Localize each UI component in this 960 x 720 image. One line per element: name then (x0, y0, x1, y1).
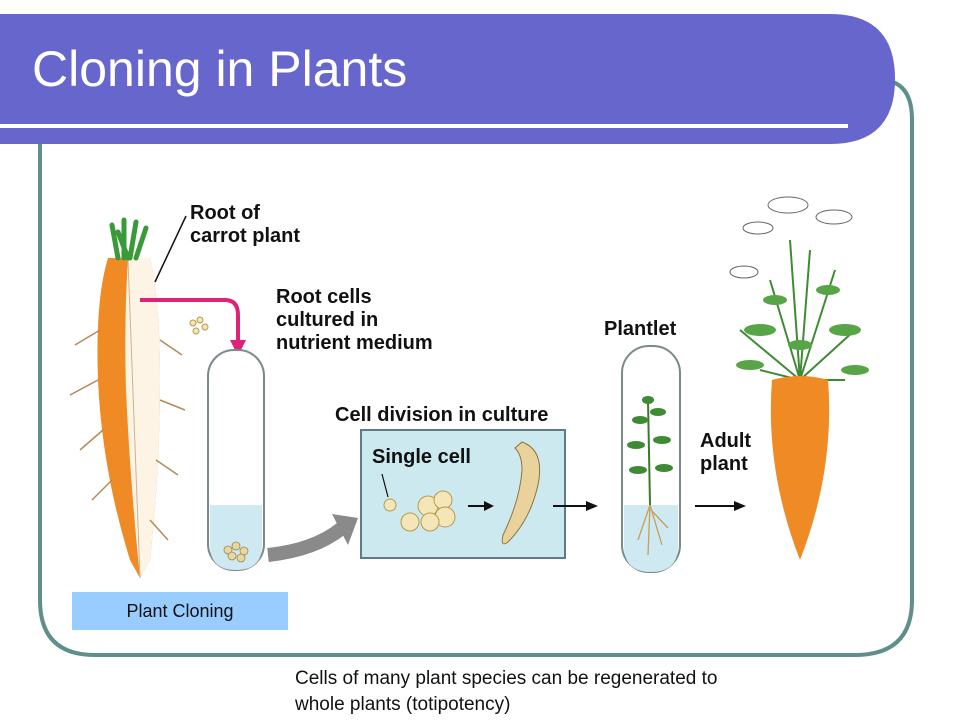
label-single-cell: Single cell (372, 446, 471, 468)
description-line-2: whole plants (totipotency) (295, 694, 511, 715)
test-tube-2 (621, 345, 681, 573)
slide-title: Cloning in Plants (32, 41, 408, 97)
label-root: Root of carrot plant (190, 202, 300, 248)
carrot-root-illustration (69, 217, 186, 579)
label-cultured-line-3: nutrient medium (276, 332, 433, 354)
label-adult-line-1: Adult (700, 430, 752, 452)
label-cell-division: Cell division in culture (335, 404, 549, 426)
slide-description: Cells of many plant species can be regen… (295, 666, 835, 718)
description-line-1: Cells of many plant species can be regen… (295, 668, 718, 689)
figure-caption: Plant Cloning (72, 592, 288, 630)
label-adult-plant: Adult plant (700, 430, 751, 476)
label-cultured-line-1: Root cells (276, 286, 372, 308)
label-cultured-line-2: cultured in (276, 309, 379, 331)
label-plantlet: Plantlet (604, 318, 677, 340)
title-bar (0, 14, 895, 144)
label-cultured: Root cells cultured in nutrient medium (276, 286, 433, 355)
label-adult-line-2: plant (700, 453, 748, 475)
test-tube-1 (207, 349, 265, 571)
adult-plant-illustration (729, 196, 869, 560)
label-root-line-1: Root of (190, 202, 260, 224)
label-root-line-2: carrot plant (190, 225, 301, 247)
